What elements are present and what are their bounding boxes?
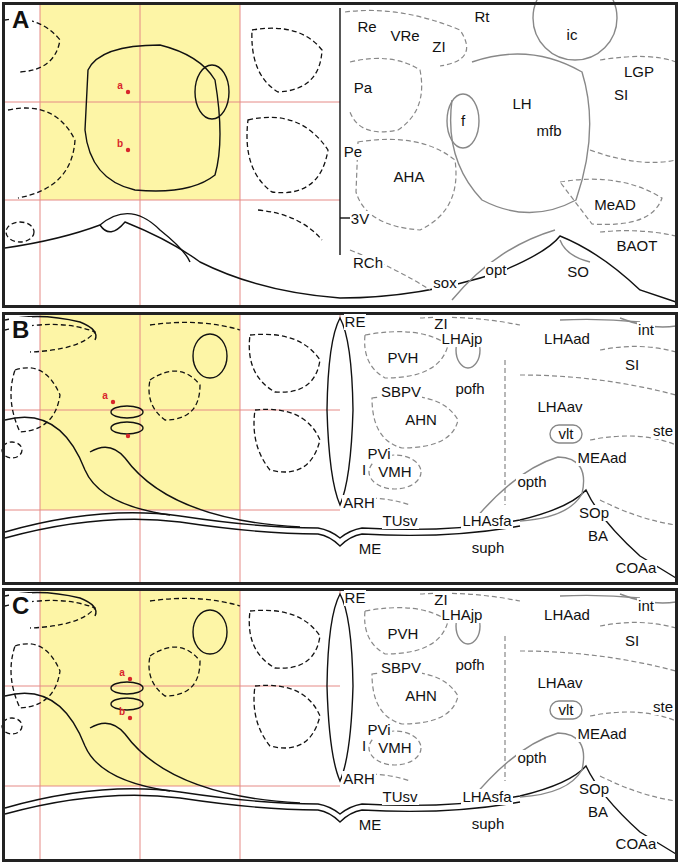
- region-label: ARH: [342, 495, 376, 511]
- region-label: ste: [652, 423, 674, 439]
- region-label: int: [637, 322, 655, 338]
- region-label: AHN: [404, 412, 438, 428]
- region-label: ME: [358, 541, 383, 557]
- probe-label: b: [118, 707, 126, 717]
- region-label: LHAad: [543, 607, 591, 623]
- region-label: mfb: [535, 123, 562, 139]
- region-label: 3V: [350, 211, 370, 227]
- region-label: SBPV: [380, 660, 422, 676]
- region-label: RE: [344, 314, 367, 330]
- region-label: BA: [587, 804, 609, 820]
- region-label: opt: [485, 262, 508, 278]
- region-label: LHAjp: [441, 607, 484, 623]
- region-label: pofh: [454, 381, 485, 397]
- region-label: ste: [652, 699, 674, 715]
- region-label: ME: [358, 817, 383, 833]
- region-label: f: [460, 113, 466, 129]
- region-label: LHAav: [536, 675, 583, 691]
- region-label: PVH: [387, 350, 420, 366]
- region-label: vlt: [558, 426, 575, 442]
- section-panel: A: [2, 2, 678, 308]
- region-label: SI: [624, 357, 640, 373]
- region-label: SO: [566, 264, 590, 280]
- region-label: LH: [511, 96, 532, 112]
- probe-dots: [111, 90, 132, 720]
- region-label: RCh: [352, 255, 384, 271]
- region-label: opth: [516, 750, 547, 766]
- region-label: MEAad: [576, 450, 627, 466]
- region-label: SOp: [578, 505, 610, 521]
- region-label: SBPV: [380, 384, 422, 400]
- panel-letter: B: [9, 317, 32, 343]
- region-label: AHA: [393, 169, 426, 185]
- region-label: LHAsfa: [461, 513, 512, 529]
- region-label: TUsv: [382, 513, 419, 529]
- region-label: pofh: [454, 657, 485, 673]
- region-label: suph: [471, 816, 506, 832]
- region-label: LHAjp: [441, 331, 484, 347]
- region-label: PVH: [387, 626, 420, 642]
- region-label: ZI: [431, 39, 446, 55]
- region-label: SI: [613, 87, 629, 103]
- panel-letter: C: [9, 593, 32, 619]
- region-label: opth: [516, 474, 547, 490]
- region-label: I: [361, 738, 367, 754]
- region-label: COAa: [615, 836, 658, 852]
- section-panel: C: [2, 588, 678, 862]
- region-label: suph: [471, 540, 506, 556]
- region-label: LGP: [623, 64, 655, 80]
- region-label: VRe: [389, 28, 420, 44]
- region-label: ZI: [433, 316, 448, 332]
- region-label: MeAD: [593, 197, 637, 213]
- region-label: ic: [566, 27, 579, 43]
- region-label: MEAad: [576, 726, 627, 742]
- probe-label: b: [116, 139, 124, 149]
- section-panel: B: [2, 312, 678, 585]
- region-label: Rt: [474, 9, 491, 25]
- region-label: int: [637, 598, 655, 614]
- region-label: TUsv: [382, 789, 419, 805]
- region-label: VMH: [377, 740, 412, 756]
- region-label: Pe: [343, 144, 363, 160]
- probe-label: a: [118, 668, 126, 678]
- hypothalamus-section: [2, 0, 676, 307]
- region-label: LHAsfa: [461, 789, 512, 805]
- region-label: Re: [356, 19, 377, 35]
- region-label: LHAav: [536, 399, 583, 415]
- region-label: BAOT: [616, 238, 659, 254]
- region-label: SI: [624, 633, 640, 649]
- probe-label: a: [101, 391, 109, 401]
- probe-label: a: [116, 81, 124, 91]
- region-label: Pa: [353, 80, 373, 96]
- region-label: VMH: [377, 464, 412, 480]
- region-label: COAa: [615, 560, 658, 576]
- region-label: SOp: [578, 781, 610, 797]
- region-label: sox: [432, 275, 457, 291]
- region-label: PVi: [366, 446, 391, 462]
- region-label: ZI: [433, 592, 448, 608]
- panel-letter: A: [9, 7, 32, 33]
- region-label: I: [361, 462, 367, 478]
- region-label: RE: [344, 590, 367, 606]
- region-label: BA: [587, 528, 609, 544]
- region-label: vlt: [558, 702, 575, 718]
- region-label: ARH: [342, 771, 376, 787]
- region-label: AHN: [404, 688, 438, 704]
- region-label: PVi: [366, 722, 391, 738]
- region-label: LHAad: [543, 331, 591, 347]
